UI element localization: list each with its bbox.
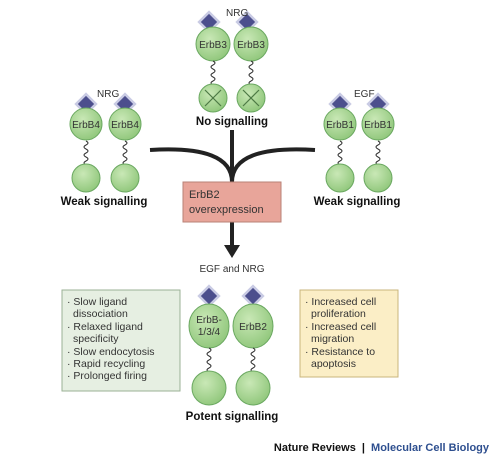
ligand-property-line: · Slow endocytosis bbox=[67, 345, 155, 358]
kinase-domain-icon bbox=[71, 163, 101, 193]
left-receptor-label-2: ErbB4 bbox=[111, 120, 139, 131]
outcome-line: migration bbox=[311, 333, 355, 346]
right-converge-curve bbox=[230, 147, 316, 183]
footer-separator: | bbox=[362, 442, 365, 454]
kinase-domain-icon bbox=[363, 163, 393, 193]
transmembrane-linker-icon bbox=[248, 60, 254, 86]
bottom-receptor-right-label: ErbB2 bbox=[239, 322, 267, 333]
erbb1-receptor-head bbox=[361, 107, 395, 141]
kinase-domain-icon bbox=[110, 163, 140, 193]
bottom-receptor-left-line-1: ErbB- bbox=[196, 315, 222, 326]
right-dimer: EGF ErbB1 ErbB1 Weak signalling bbox=[314, 89, 401, 208]
top-receptor-label-2: ErbB3 bbox=[237, 40, 265, 51]
egf-nrg-ligand-icon bbox=[197, 284, 221, 308]
cellular-outcomes-list: · Increased cell proliferation · Increas… bbox=[305, 296, 397, 370]
ligand-properties-list: · Slow ligand dissociation · Relaxed lig… bbox=[67, 296, 179, 383]
transmembrane-linker-icon bbox=[375, 140, 381, 166]
right-ligand-label: EGF bbox=[354, 89, 375, 100]
ligand-properties-box bbox=[61, 289, 181, 392]
right-receptor-label-2: ErbB1 bbox=[364, 120, 392, 131]
ligand-property-line: · Rapid recycling bbox=[67, 357, 146, 370]
journal-name: Nature Reviews bbox=[274, 442, 356, 454]
journal-credit: Nature Reviews | Molecular Cell Biology bbox=[274, 442, 490, 454]
transmembrane-linker-icon bbox=[83, 140, 89, 166]
ligand-property-line: specificity bbox=[73, 333, 119, 346]
outcome-line: proliferation bbox=[311, 308, 366, 321]
ligand-property-line: · Relaxed ligand bbox=[67, 320, 143, 333]
ligand-property-line: · Prolonged firing bbox=[67, 370, 147, 383]
transmembrane-linker-icon bbox=[206, 347, 212, 373]
erbb4-receptor-head bbox=[108, 107, 142, 141]
converging-arrows bbox=[149, 130, 316, 247]
erbb4-receptor-head bbox=[69, 107, 103, 141]
transmembrane-linker-icon bbox=[337, 140, 343, 166]
bottom-dimer: EGF and NRG ErbB- 1/3/4 ErbB2 Potent sig… bbox=[186, 264, 279, 423]
right-receptor-label-1: ErbB1 bbox=[326, 120, 354, 131]
top-dimer: NRG ErbB3 ErbB3 No signalling bbox=[195, 8, 269, 128]
center-box-line-2: overexpression bbox=[189, 204, 264, 216]
top-ligand-label: NRG bbox=[226, 8, 248, 19]
left-converge-curve bbox=[149, 147, 234, 183]
kinase-domain-icon bbox=[235, 370, 271, 406]
left-outcome-label: Weak signalling bbox=[61, 196, 148, 208]
bottom-outcome-label: Potent signalling bbox=[186, 411, 279, 423]
inactive-kinase-icon bbox=[236, 83, 266, 113]
transmembrane-linker-icon bbox=[210, 60, 216, 86]
top-receptor-label-1: ErbB3 bbox=[199, 40, 227, 51]
outcome-line: · Increased cell bbox=[305, 320, 377, 333]
journal-section: Molecular Cell Biology bbox=[371, 442, 490, 454]
top-outcome-label: No signalling bbox=[196, 116, 268, 128]
transmembrane-linker-icon bbox=[122, 140, 128, 166]
ligand-property-line: · Slow ligand bbox=[67, 296, 128, 308]
erbb2-overexpression-box: ErbB2 overexpression bbox=[182, 181, 282, 223]
down-arrow-head-icon bbox=[224, 245, 240, 258]
bottom-ligand-label: EGF and NRG bbox=[199, 264, 264, 275]
outcome-line: · Increased cell bbox=[305, 296, 377, 308]
center-box-line-1: ErbB2 bbox=[189, 189, 220, 201]
erbb1-receptor-head bbox=[323, 107, 357, 141]
kinase-domain-icon bbox=[191, 370, 227, 406]
ligand-property-line: dissociation bbox=[73, 308, 128, 321]
left-dimer: NRG ErbB4 ErbB4 Weak signalling bbox=[61, 89, 148, 208]
transmembrane-linker-icon bbox=[250, 347, 256, 373]
outcome-line: apoptosis bbox=[311, 357, 356, 370]
egf-nrg-ligand-icon bbox=[241, 284, 265, 308]
left-receptor-label-1: ErbB4 bbox=[72, 120, 100, 131]
right-outcome-label: Weak signalling bbox=[314, 196, 401, 208]
outcome-line: · Resistance to bbox=[305, 345, 376, 358]
bottom-receptor-left-line-2: 1/3/4 bbox=[198, 327, 221, 338]
cellular-outcomes-box bbox=[299, 289, 399, 378]
erbb-1-3-4-receptor-head bbox=[188, 303, 230, 349]
left-ligand-label: NRG bbox=[97, 89, 119, 100]
kinase-domain-icon bbox=[325, 163, 355, 193]
inactive-kinase-icon bbox=[198, 83, 228, 113]
